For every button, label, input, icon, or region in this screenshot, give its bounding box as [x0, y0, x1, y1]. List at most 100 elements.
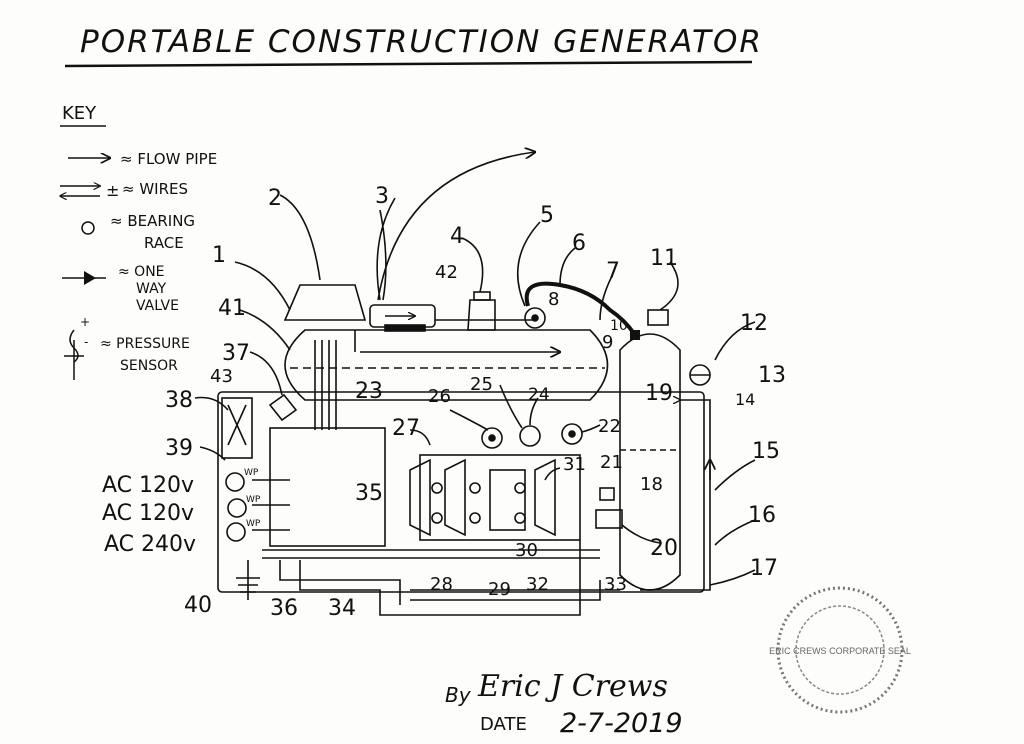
- label-13: 13: [758, 363, 786, 388]
- outlet-1-badge: WP: [244, 468, 259, 478]
- turbine-29: [444, 458, 466, 537]
- label-1: 1: [212, 243, 226, 268]
- pipe-6: [524, 281, 637, 337]
- label-31: 31: [563, 454, 586, 475]
- outlet-1-icon: [225, 472, 245, 492]
- label-7: 7: [606, 259, 620, 284]
- inner-housing: [419, 454, 581, 541]
- label-24: 24: [528, 385, 550, 405]
- title-underline: [64, 60, 753, 68]
- part-labels: 1 2 3 4 5 6 7 8 9 10 11 12 13 14 15 16 1…: [165, 184, 786, 621]
- label-37: 37: [222, 341, 250, 366]
- component-4: [467, 299, 496, 331]
- label-17: 17: [750, 556, 778, 581]
- key-label-flow-pipe: ≈ FLOW PIPE: [120, 150, 217, 168]
- key-label-pressure-sensor: ≈ PRESSURE SENSOR: [100, 336, 194, 374]
- label-26: 26: [428, 386, 451, 407]
- pressure-sensor-icon: [64, 329, 84, 380]
- label-3: 3: [375, 184, 389, 209]
- label-33: 33: [604, 574, 627, 595]
- label-39: 39: [165, 436, 193, 461]
- label-8: 8: [548, 289, 559, 310]
- label-34: 34: [328, 596, 356, 621]
- label-20: 20: [650, 536, 678, 561]
- date-label: DATE: [480, 714, 527, 735]
- label-16: 16: [748, 503, 776, 528]
- label-14: 14: [735, 390, 755, 409]
- label-12: 12: [740, 311, 768, 336]
- label-2: 2: [268, 186, 282, 211]
- label-4: 4: [450, 224, 464, 249]
- pressure-minus: -: [84, 335, 88, 349]
- tank-23: [284, 329, 609, 401]
- signature-block: By Eric J Crews DATE 2-7-2019: [445, 669, 683, 739]
- sensor-21: [599, 487, 615, 501]
- label-6: 6: [572, 231, 586, 256]
- ground-40: [236, 560, 260, 600]
- control-box-2: [283, 284, 367, 321]
- label-28: 28: [430, 574, 453, 595]
- key-label-wires: ≈ WIRES: [122, 180, 188, 198]
- label-29: 29: [488, 579, 511, 600]
- outlet-3-icon: [226, 522, 246, 542]
- bearing-8: [524, 307, 546, 329]
- key-label-bearing-race: ≈ BEARING RACE: [110, 212, 200, 252]
- wires-icon: [60, 186, 100, 196]
- label-9: 9: [602, 332, 613, 353]
- label-19: 19: [645, 381, 673, 406]
- label-43: 43: [210, 366, 233, 387]
- label-36: 36: [270, 596, 298, 621]
- label-38: 38: [165, 388, 193, 413]
- date-value: 2-7-2019: [560, 708, 683, 739]
- signature-by: By: [445, 683, 472, 707]
- label-18: 18: [640, 474, 663, 495]
- pressure-plus: +: [80, 315, 90, 329]
- page-title: PORTABLE CONSTRUCTION GENERATOR: [80, 24, 763, 60]
- label-22: 22: [598, 416, 621, 437]
- corporate-seal: ERIC CREWS CORPORATE SEAL: [769, 586, 911, 714]
- one-way-valve-icon: [62, 271, 106, 285]
- outlet-2-icon: [227, 498, 247, 518]
- wires-sign: ±: [106, 181, 119, 200]
- label-10: 10: [610, 318, 628, 334]
- generator-30: [489, 469, 526, 531]
- label-25: 25: [470, 374, 493, 395]
- component-11: [647, 309, 669, 326]
- outlet-2-label: AC 120v: [102, 501, 194, 526]
- key-label-one-way-valve: ≈ ONE WAY VALVE: [118, 264, 179, 314]
- turbine-28: [409, 458, 431, 537]
- outlet-3-badge: WP: [246, 519, 261, 529]
- label-30: 30: [515, 540, 538, 561]
- outlet-labels: AC 120v AC 120v AC 240v WP WP WP: [102, 468, 261, 557]
- label-40: 40: [184, 593, 212, 618]
- bearing-22: [561, 423, 583, 445]
- label-35: 35: [355, 481, 383, 506]
- valve-43: [268, 393, 298, 422]
- key-legend: KEY ≈ FLOW PIPE ± ≈ WIRES ≈ BEARING RACE…: [60, 103, 217, 380]
- battery-35: [269, 427, 386, 547]
- label-23: 23: [355, 379, 383, 404]
- label-21: 21: [600, 452, 623, 473]
- label-32: 32: [526, 574, 549, 595]
- bearing-26: [481, 427, 503, 449]
- signature-name: Eric J Crews: [477, 669, 668, 704]
- bearing-24: [519, 425, 541, 447]
- outlet-2-badge: WP: [246, 495, 261, 505]
- label-42: 42: [435, 262, 458, 283]
- seal-text: ERIC CREWS CORPORATE SEAL: [769, 646, 911, 656]
- label-11: 11: [650, 246, 678, 271]
- turbine-31: [534, 458, 556, 537]
- label-41: 41: [218, 296, 246, 321]
- label-27: 27: [392, 416, 420, 441]
- label-15: 15: [752, 439, 780, 464]
- valve-20: [595, 509, 623, 529]
- generator-schematic: [194, 152, 756, 616]
- key-heading: KEY: [62, 103, 97, 124]
- outlet-1-label: AC 120v: [102, 473, 194, 498]
- outer-frame: [217, 391, 705, 593]
- panel-38: [221, 397, 253, 459]
- label-5: 5: [540, 203, 554, 228]
- bearing-race-icon: [81, 221, 95, 235]
- outlet-3-label: AC 240v: [104, 532, 196, 557]
